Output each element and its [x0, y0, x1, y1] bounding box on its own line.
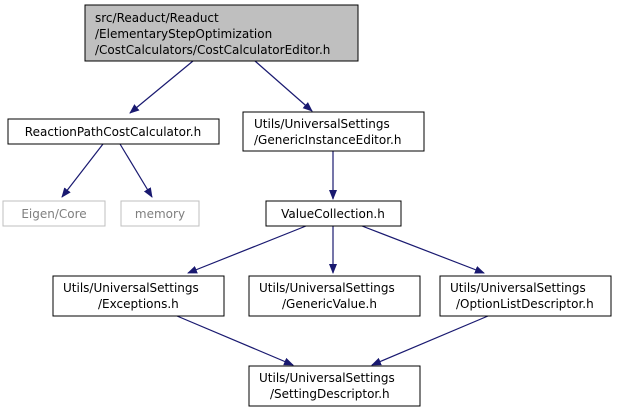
node-memory: memory — [120, 200, 200, 227]
edge-exceptions-to-setting-descriptor — [176, 315, 294, 366]
node-value-collection[interactable]: ValueCollection.h — [265, 200, 402, 227]
node-generic-value[interactable]: Utils/UniversalSettings /GenericValue.h — [248, 275, 421, 317]
node-line: src/Readuct/Readuct — [95, 11, 219, 25]
node-line: Utils/UniversalSettings — [259, 281, 395, 295]
edge-value-collection-to-option-list-descriptor — [361, 225, 485, 274]
node-reaction-path-cost-calculator[interactable]: ReactionPathCostCalculator.h — [7, 118, 220, 145]
node-line: /Exceptions.h — [98, 297, 179, 311]
node-line: Utils/UniversalSettings — [254, 117, 390, 131]
node-line: /SettingDescriptor.h — [270, 387, 390, 401]
edge-reaction-path-to-eigen-core — [61, 143, 104, 198]
node-line: /GenericValue.h — [282, 297, 377, 311]
node-option-list-descriptor[interactable]: Utils/UniversalSettings /OptionListDescr… — [439, 275, 612, 317]
node-generic-instance-editor[interactable]: Utils/UniversalSettings /GenericInstance… — [242, 111, 425, 152]
edge-value-collection-to-exceptions — [187, 225, 307, 274]
node-exceptions[interactable]: Utils/UniversalSettings /Exceptions.h — [52, 275, 225, 317]
node-line: memory — [135, 207, 185, 221]
node-line: /GenericInstanceEditor.h — [254, 133, 401, 147]
edge-root-to-generic-instance-editor — [254, 60, 313, 112]
node-line: /CostCalculators/CostCalculatorEditor.h — [95, 43, 330, 57]
node-line: Utils/UniversalSettings — [63, 281, 199, 295]
node-line: Utils/UniversalSettings — [450, 281, 586, 295]
node-line: ReactionPathCostCalculator.h — [25, 125, 201, 139]
node-line: Eigen/Core — [21, 207, 86, 221]
node-cost-calculator-editor[interactable]: src/Readuct/Readuct /ElementaryStepOptim… — [84, 4, 359, 62]
edge-root-to-reaction-path — [129, 60, 194, 114]
node-eigen-core: Eigen/Core — [2, 200, 106, 227]
edges — [61, 60, 489, 366]
node-line: /ElementaryStepOptimization — [95, 27, 272, 41]
edge-reaction-path-to-memory — [119, 143, 153, 198]
node-setting-descriptor[interactable]: Utils/UniversalSettings /SettingDescript… — [248, 365, 421, 407]
node-line: /OptionListDescriptor.h — [456, 297, 594, 311]
node-line: Utils/UniversalSettings — [259, 371, 395, 385]
node-line: ValueCollection.h — [281, 207, 385, 221]
edge-option-list-descriptor-to-setting-descriptor — [371, 315, 489, 366]
